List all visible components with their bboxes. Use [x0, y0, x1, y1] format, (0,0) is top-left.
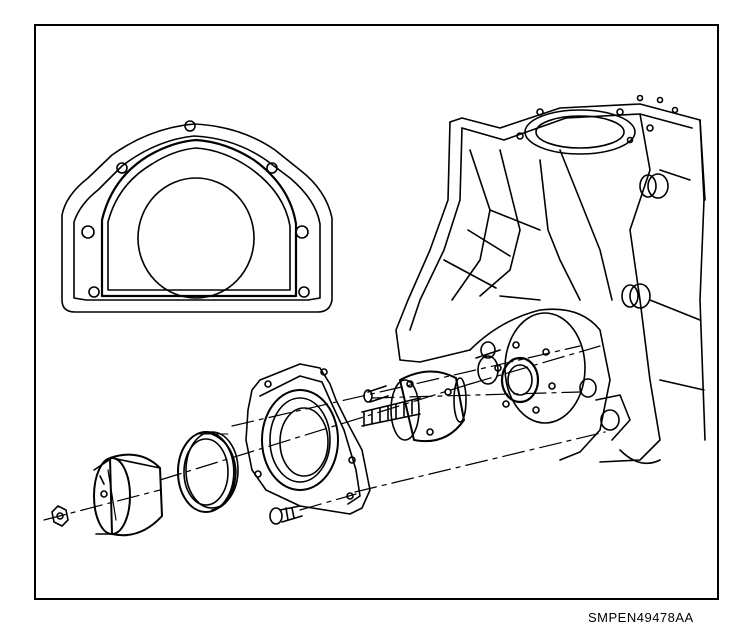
nut-icon: [51, 505, 69, 527]
seal-icon: [177, 431, 239, 513]
bolt-icon: [269, 505, 303, 525]
engine-block-icon: [395, 94, 706, 465]
retainer-icon: [245, 363, 371, 515]
figure-code: SMPEN49478AA: [588, 610, 694, 625]
flange-icon: [475, 349, 501, 385]
tool-icon: [93, 453, 163, 537]
stud-icon: [361, 385, 421, 427]
adapter-icon: [390, 370, 467, 442]
centerline-dashes: [43, 345, 606, 521]
gasket-icon: [61, 120, 333, 313]
